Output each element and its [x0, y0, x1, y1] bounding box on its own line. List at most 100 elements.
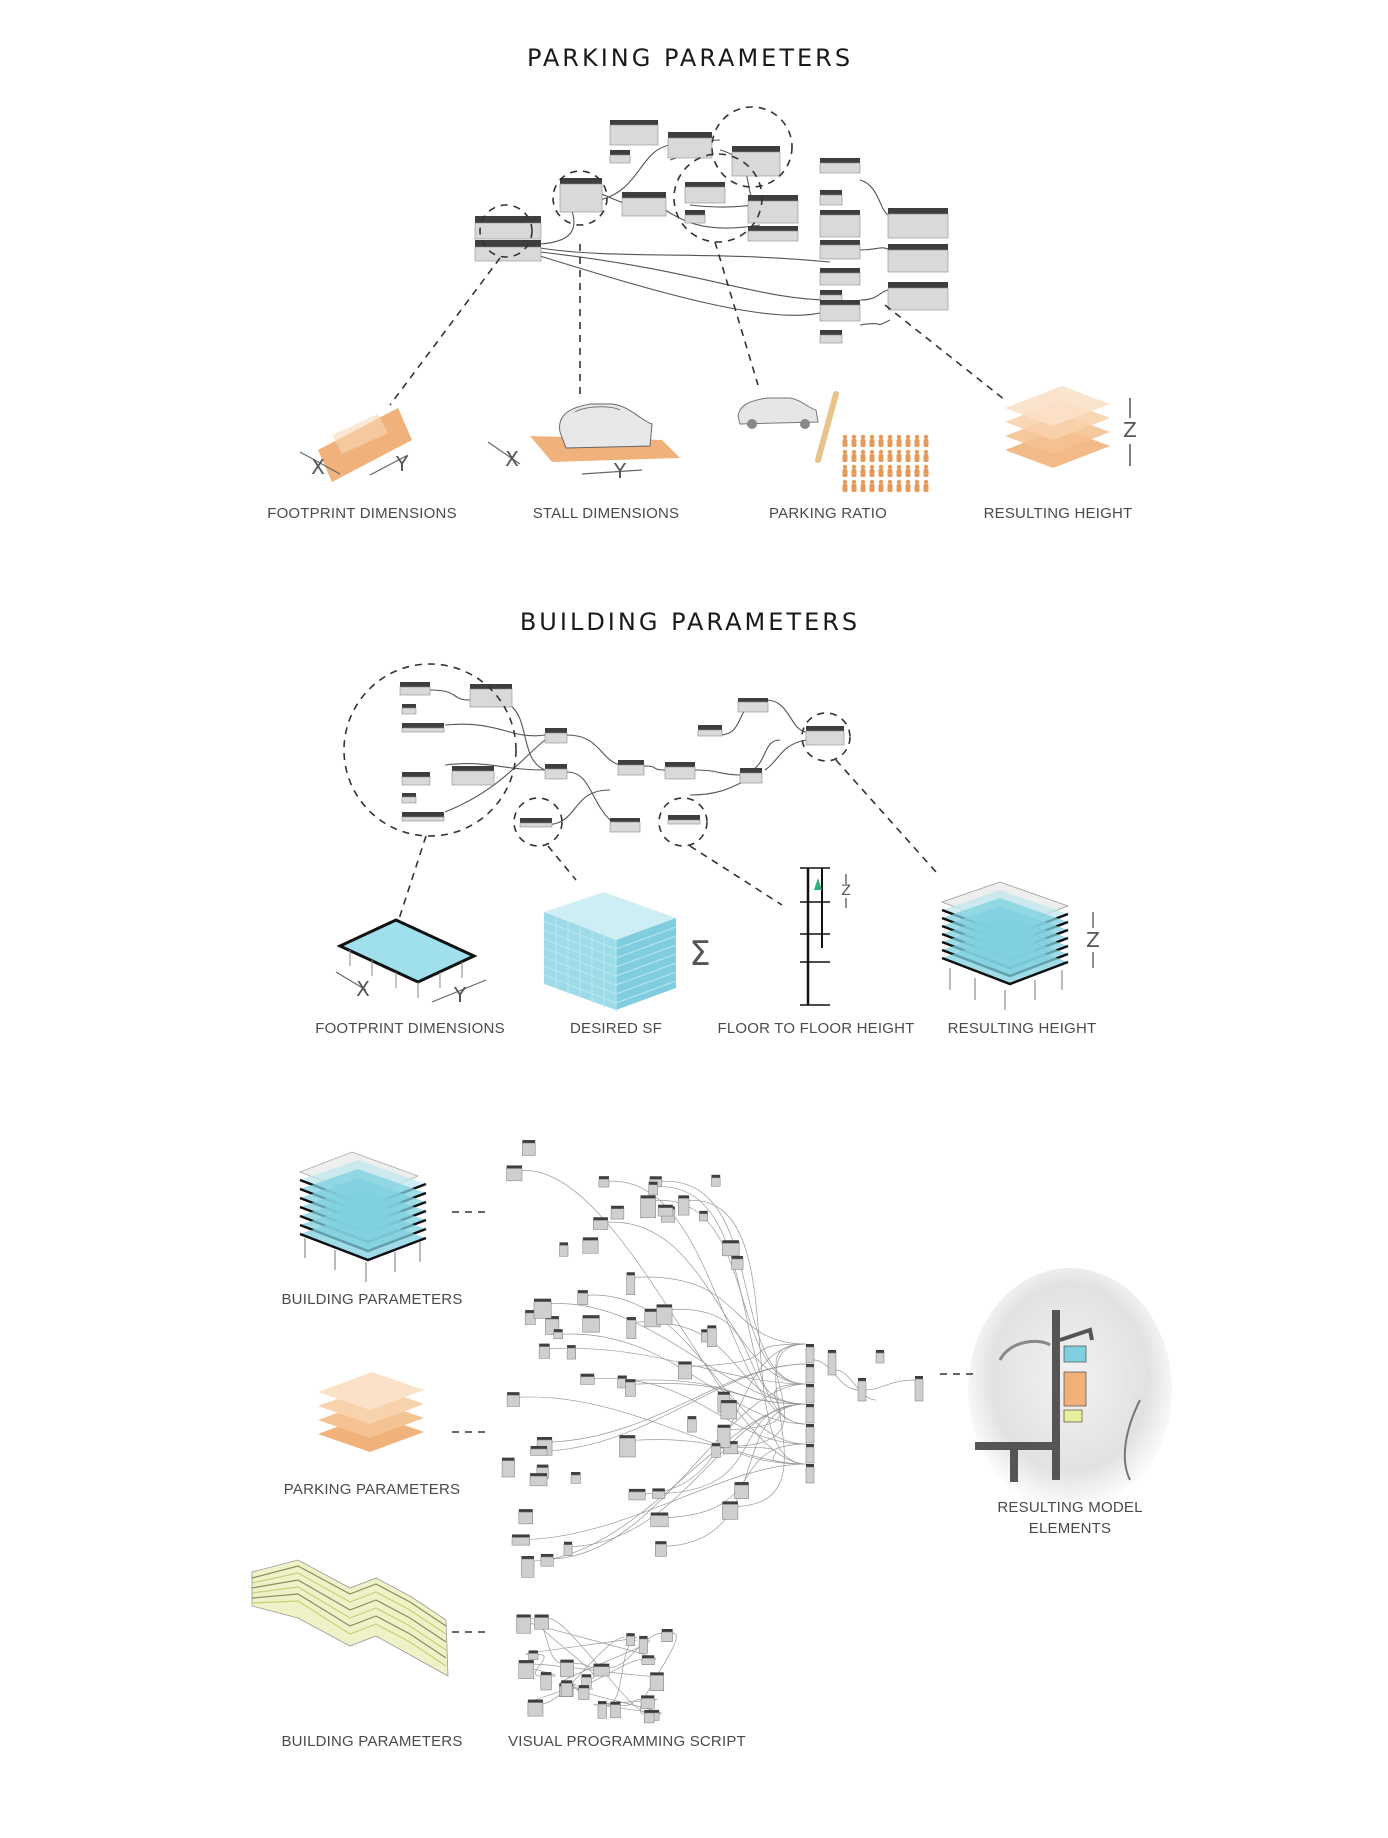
person-icon — [878, 464, 884, 470]
person-icon — [923, 439, 929, 447]
person-icon — [896, 464, 902, 470]
person-icon — [887, 484, 893, 492]
person-icon — [851, 469, 857, 477]
person-icon — [914, 439, 920, 447]
parking-label-footprint: FOOTPRINT DIMENSIONS — [267, 505, 457, 522]
workflow-parking-illustration — [318, 1372, 424, 1452]
person-icon — [914, 484, 920, 492]
person-icon — [896, 469, 902, 477]
person-icon — [923, 449, 929, 455]
stall-illustration: X Y — [487, 403, 680, 483]
building-section-title: BUILDING PARAMETERS — [520, 608, 860, 636]
sigma-icon: Σ — [689, 934, 710, 974]
person-icon — [914, 464, 920, 470]
person-icon — [860, 469, 866, 477]
workflow-label-result-1: RESULTING MODEL — [997, 1499, 1142, 1516]
person-icon — [851, 479, 857, 485]
person-icon — [869, 479, 875, 485]
person-icon — [905, 449, 911, 455]
person-icon — [878, 479, 884, 485]
person-icon — [887, 449, 893, 455]
workflow-label-parking: PARKING PARAMETERS — [284, 1481, 460, 1498]
workflow-label-result-2: ELEMENTS — [1029, 1520, 1111, 1537]
person-icon — [869, 439, 875, 447]
person-icon — [851, 484, 857, 492]
person-icon — [896, 484, 902, 492]
person-icon — [896, 454, 902, 462]
leader-footprint — [389, 257, 501, 406]
site-plan-illustration — [968, 1268, 1172, 1512]
parking-resulting-height-illustration: Z — [1005, 386, 1137, 468]
person-icon — [860, 464, 866, 470]
person-icon — [869, 434, 875, 440]
person-icon — [851, 464, 857, 470]
person-icon — [905, 469, 911, 477]
visual-programming-graph — [501, 1140, 924, 1578]
person-icon — [842, 449, 848, 455]
person-icon — [887, 439, 893, 447]
svg-text:Y: Y — [453, 983, 467, 1007]
leader-ratio — [714, 241, 759, 386]
workflow-long-building-illustration — [251, 1559, 449, 1677]
person-icon — [878, 449, 884, 455]
person-icon — [923, 484, 929, 492]
person-icon — [842, 454, 848, 462]
leader-b-sf — [547, 845, 577, 881]
parking-section-title: PARKING PARAMETERS — [527, 44, 853, 72]
person-icon — [842, 479, 848, 485]
person-icon — [887, 469, 893, 477]
parking-node-graph — [474, 106, 949, 344]
building-label-footprint: FOOTPRINT DIMENSIONS — [315, 1020, 505, 1037]
person-icon — [914, 454, 920, 462]
person-icon — [887, 434, 893, 440]
person-icon — [923, 469, 929, 477]
leader-b-footprint — [397, 835, 427, 923]
person-icon — [878, 454, 884, 462]
person-icon — [914, 469, 920, 477]
person-icon — [905, 454, 911, 462]
person-icon — [860, 479, 866, 485]
workflow-label-building-bottom: BUILDING PARAMETERS — [281, 1733, 462, 1750]
person-icon — [923, 479, 929, 485]
parking-ratio-illustration — [737, 391, 929, 492]
person-icon — [842, 434, 848, 440]
person-icon — [887, 464, 893, 470]
person-icon — [842, 469, 848, 477]
person-icon — [860, 454, 866, 462]
person-icon — [851, 439, 857, 447]
svg-text:Z: Z — [1086, 928, 1100, 952]
person-icon — [878, 469, 884, 477]
person-icon — [869, 484, 875, 492]
person-icon — [851, 454, 857, 462]
building-resulting-height-illustration — [940, 881, 1094, 1010]
building-label-sf: DESIRED SF — [570, 1020, 662, 1037]
person-icon — [896, 479, 902, 485]
building-label-floor: FLOOR TO FLOOR HEIGHT — [717, 1020, 914, 1037]
person-icon — [869, 469, 875, 477]
person-icon — [878, 484, 884, 492]
workflow-label-script: VISUAL PROGRAMMING SCRIPT — [508, 1733, 746, 1750]
svg-text:Y: Y — [395, 452, 409, 476]
person-icon — [896, 434, 902, 440]
person-icon — [878, 439, 884, 447]
person-icon — [860, 434, 866, 440]
person-icon — [914, 449, 920, 455]
building-label-height: RESULTING HEIGHT — [948, 1020, 1097, 1037]
person-icon — [905, 434, 911, 440]
person-icon — [923, 454, 929, 462]
person-icon — [869, 464, 875, 470]
workflow-label-building: BUILDING PARAMETERS — [281, 1291, 462, 1308]
parking-label-height: RESULTING HEIGHT — [984, 505, 1133, 522]
desired-sf-illustration: Σ — [543, 892, 711, 1012]
person-icon — [905, 439, 911, 447]
person-icon — [851, 434, 857, 440]
leader-b-height — [835, 759, 937, 873]
svg-text:Z: Z — [1123, 418, 1137, 442]
person-icon — [914, 479, 920, 485]
building-node-graph — [343, 663, 851, 847]
person-icon — [887, 479, 893, 485]
person-icon — [923, 434, 929, 440]
person-icon — [851, 449, 857, 455]
leader-b-floor — [689, 845, 783, 906]
floor-to-floor-illustration — [800, 867, 847, 1006]
